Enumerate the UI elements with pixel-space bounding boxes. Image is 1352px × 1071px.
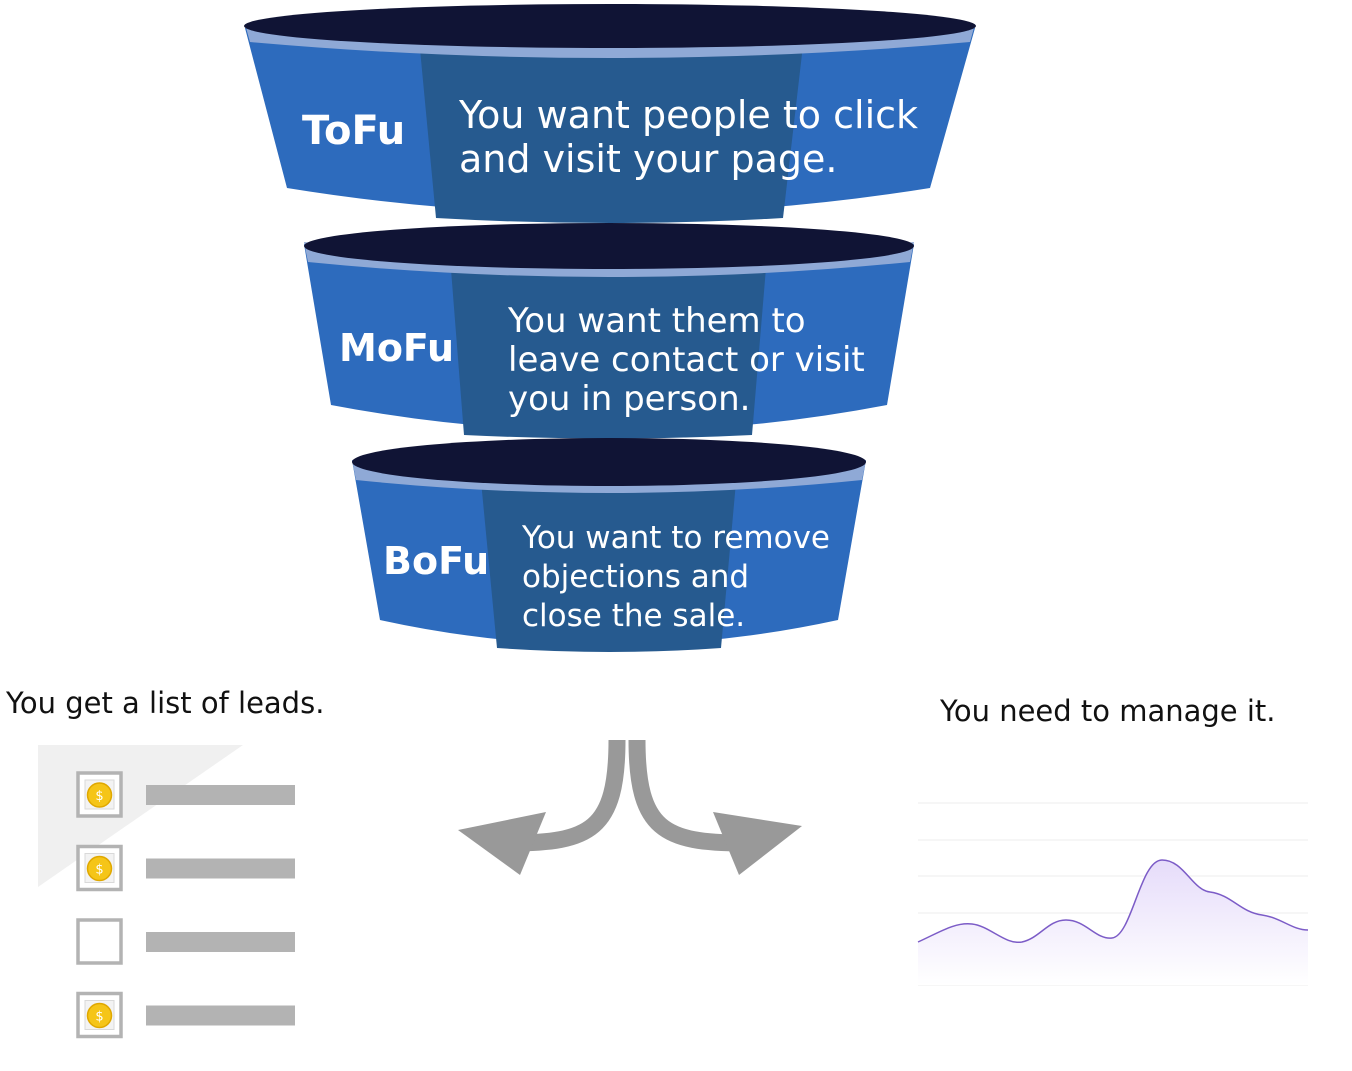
funnel-stage-mofu-description: You want them to leave contact or visit … bbox=[507, 301, 876, 419]
coin-icon-symbol: $ bbox=[95, 863, 103, 878]
funnel-stage-tofu-label: ToFu bbox=[302, 108, 405, 154]
lead-placeholder-bar bbox=[146, 932, 295, 952]
arrow-right bbox=[628, 739, 745, 852]
chart-line bbox=[917, 859, 1309, 943]
chart-area bbox=[918, 860, 1308, 985]
funnel-stage-mofu: MoFu You want them to leave contact or v… bbox=[304, 223, 914, 439]
coin-icon bbox=[86, 782, 113, 808]
lead-row: $ bbox=[76, 771, 295, 818]
funnel-stage-mofu-center bbox=[449, 244, 768, 439]
funnel-stage-tofu-rim bbox=[244, 4, 976, 48]
funnel-stage-mofu-rim bbox=[304, 223, 914, 269]
funnel-stage-tofu-description: You want people to click and visit your … bbox=[458, 93, 930, 181]
funnel-stage-bofu-rim bbox=[352, 438, 866, 486]
lead-placeholder-bar bbox=[146, 1005, 295, 1026]
funnel-stage-bofu-center bbox=[479, 460, 738, 652]
lead-placeholder-bar bbox=[146, 785, 295, 805]
lead-placeholder-bar bbox=[146, 858, 295, 879]
funnel-stage-bofu-description: You want to remove objections and close … bbox=[521, 520, 840, 634]
lead-row: $ bbox=[76, 991, 295, 1039]
coin-icon-symbol: $ bbox=[95, 1010, 103, 1025]
funnel-stage-tofu: ToFu You want people to click and visit … bbox=[244, 4, 976, 223]
lead-row: $ bbox=[76, 844, 295, 892]
coin-icon bbox=[86, 855, 113, 882]
split-arrows bbox=[458, 739, 802, 875]
manage-caption: You need to manage it. bbox=[940, 694, 1276, 728]
lead-row bbox=[76, 918, 295, 965]
leads-caption: You get a list of leads. bbox=[6, 686, 325, 720]
funnel-stage-tofu-band bbox=[245, 24, 975, 58]
arrow-right-head bbox=[713, 812, 802, 875]
coin-icon bbox=[86, 1002, 113, 1029]
funnel-stage-tofu-center bbox=[418, 28, 805, 223]
arrow-left-head bbox=[458, 812, 546, 875]
leads-list: $ $ $ bbox=[38, 745, 295, 1039]
arrow-left bbox=[509, 739, 626, 852]
coin-icon-symbol: $ bbox=[95, 789, 103, 804]
funnel-stage-mofu-label: MoFu bbox=[339, 326, 454, 370]
activity-chart bbox=[917, 802, 1309, 986]
funnel-stage-bofu: BoFu You want to remove objections and c… bbox=[352, 438, 866, 652]
funnel-stage-bofu-label: BoFu bbox=[383, 539, 489, 583]
lead-checkbox bbox=[76, 918, 123, 965]
